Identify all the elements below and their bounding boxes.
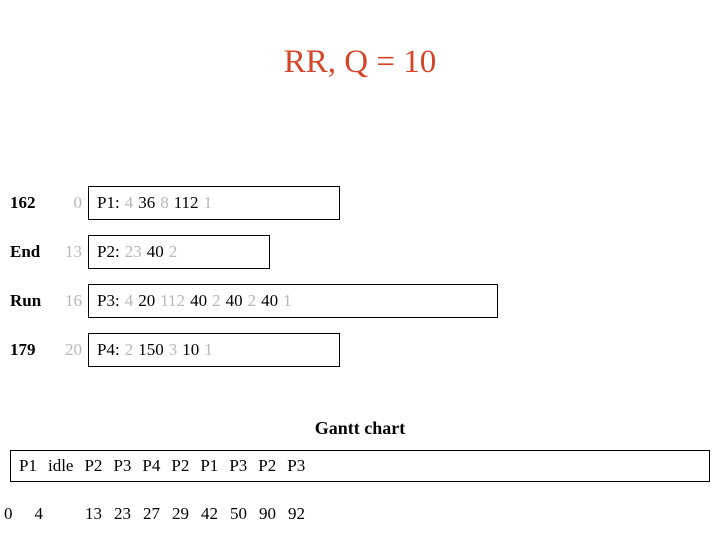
process-token: P1: [97,193,120,212]
process-token: 3 [168,340,178,359]
gantt-mark: 29 [172,504,189,523]
row-number: 16 [65,291,82,310]
row-number: 20 [65,340,82,359]
process-token: 1 [203,193,213,212]
gantt-chart-bar: P1 idle P2 P3 P4 P2 P1 P3 P2 P3 [10,450,710,482]
gantt-slice: P1 [200,456,219,475]
gantt-mark: 4 [34,504,44,523]
row-label: End [10,242,41,261]
process-token: 4 [124,291,134,310]
row-number: 0 [73,193,83,212]
row-label: Run [10,291,42,310]
process-token: 2 [124,340,134,359]
gantt-slice: P3 [287,456,306,475]
process-token: 2 [247,291,257,310]
gantt-mark: 0 [4,504,13,523]
process-token: 36 [138,193,156,212]
process-token: P2: [97,242,120,261]
process-token: 10 [182,340,200,359]
process-token: P4: [97,340,120,359]
gantt-mark: 92 [288,504,305,523]
row-number: 13 [65,242,82,261]
gantt-mark: 27 [143,504,160,523]
process-token: 150 [138,340,164,359]
gantt-slice: idle [47,456,74,475]
row-label: 179 [10,340,36,359]
gantt-slice: P1 [19,456,37,475]
gantt-slice: P2 [84,456,103,475]
page-title: RR, Q = 10 [283,44,437,80]
process-token: 40 [261,291,279,310]
process-token: 112 [160,291,186,310]
gantt-mark: 42 [201,504,218,523]
process-token: 40 [225,291,243,310]
process-token: 112 [173,193,199,212]
process-token: 1 [283,291,292,310]
gantt-chart-title: Gantt chart [314,418,406,438]
process-token: 40 [146,242,164,261]
row-label: 162 [10,193,36,212]
gantt-slice: P3 [113,456,132,475]
gantt-mark: 50 [230,504,247,523]
gantt-slice: P3 [229,456,248,475]
process-token: 4 [124,193,134,212]
process-token: 8 [160,193,169,212]
gantt-mark: 90 [259,504,276,523]
process-token: 2 [168,242,178,261]
process-token: 23 [124,242,142,261]
gantt-slice: P4 [142,456,161,475]
process-token: 2 [212,291,221,310]
gantt-mark: 23 [114,504,131,523]
process-token: 20 [138,291,156,310]
gantt-mark: 13 [85,504,102,523]
gantt-slice: P2 [258,456,277,475]
process-token: P3: [97,291,120,310]
process-token: 40 [190,291,208,310]
process-token: 1 [204,340,213,359]
gantt-slice: P2 [171,456,190,475]
gantt-chart-timeline: 0 4 13 23 27 29 42 50 90 92 [4,504,305,524]
